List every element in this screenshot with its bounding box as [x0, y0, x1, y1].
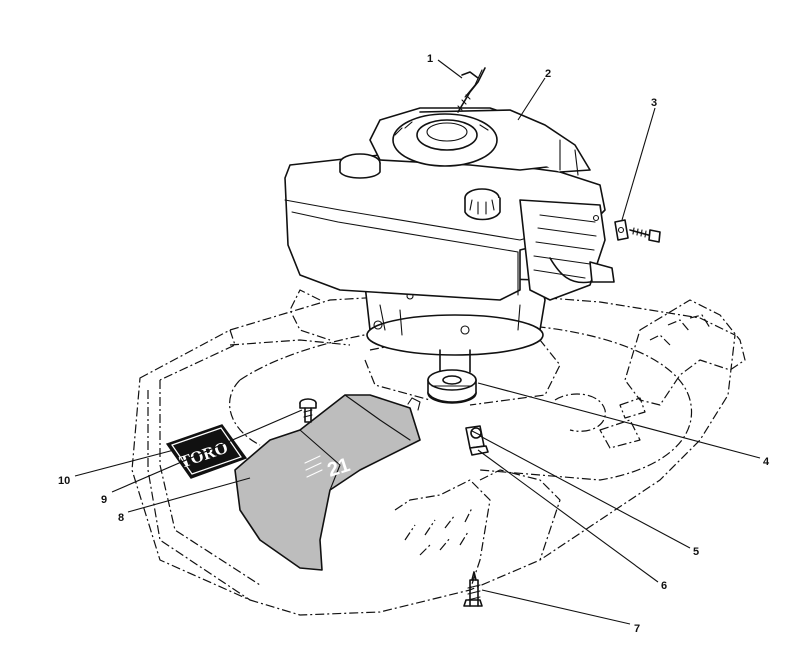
callout-10: 10	[58, 475, 70, 487]
callout-5: 5	[693, 546, 699, 558]
engine	[284, 107, 615, 373]
callout-2: 2	[545, 68, 551, 80]
callout-9: 9	[101, 494, 107, 506]
leader-lines	[74, 59, 761, 625]
callout-6: 6	[661, 580, 667, 592]
callout-labels: 1 2 3 4 5 6 7 8 9 10	[58, 53, 770, 635]
part-1-throttle-cable	[457, 67, 486, 113]
callout-7: 7	[634, 623, 640, 635]
part-8-deflector	[234, 394, 421, 571]
callout-3: 3	[651, 97, 657, 109]
part-9-bolt	[299, 398, 317, 423]
part-5-6-bolt-and-clip	[465, 425, 489, 456]
mower-deck	[131, 289, 746, 616]
callout-8: 8	[118, 512, 124, 524]
part-4-blade-adapter	[427, 369, 477, 404]
callout-4: 4	[763, 456, 770, 468]
callout-1: 1	[427, 53, 433, 65]
part-7-screw	[463, 571, 483, 607]
part-3-bolt-and-clip	[614, 219, 661, 243]
